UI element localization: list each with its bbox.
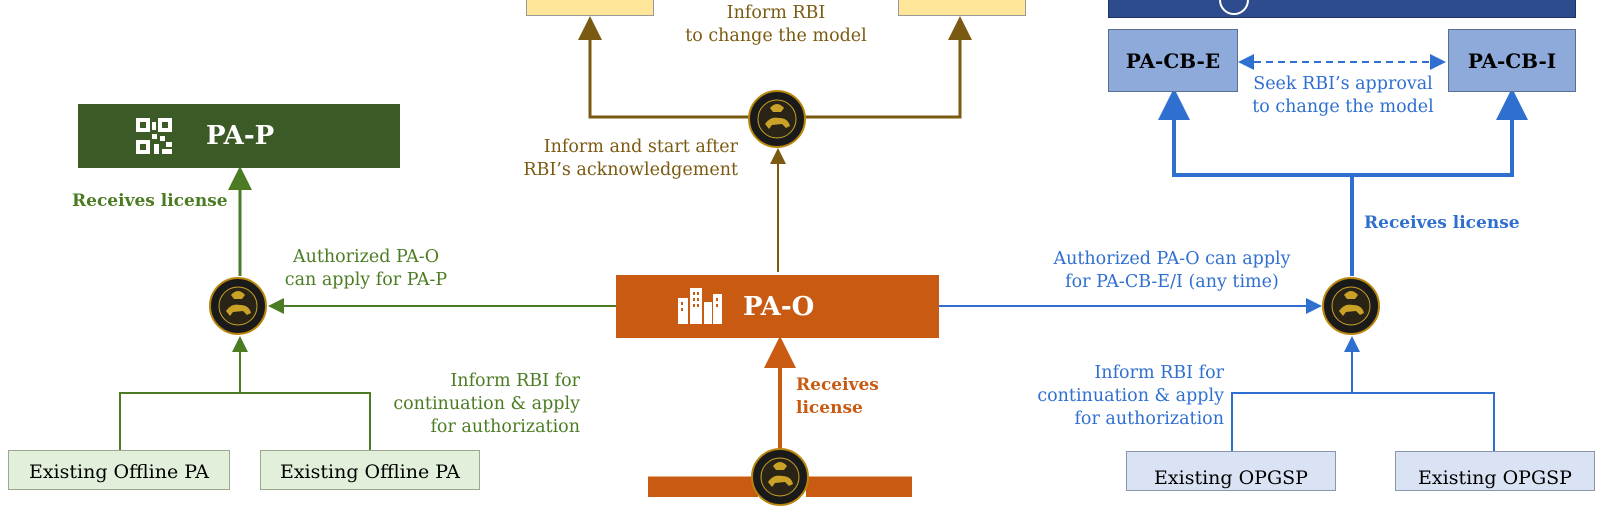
existing-opgsp-box-2: Existing OPGSP (1395, 451, 1595, 491)
receives-license-cb-label: Receives license (1364, 213, 1520, 233)
rbi-seal-icon (751, 448, 809, 506)
rbi-seal-icon (209, 277, 267, 335)
pa-cb-e-label: PA-CB-E (1125, 48, 1221, 73)
pa-o-label: PA-O (743, 291, 815, 322)
pa-p-node: PA-P (78, 104, 400, 168)
rbi-seal-icon (748, 90, 806, 148)
orange-box-bottom-left (648, 477, 758, 497)
existing-opgsp-box-1: Existing OPGSP (1126, 451, 1336, 491)
yellow-box-right (898, 0, 1026, 16)
pa-cb-i-label: PA-CB-I (1467, 48, 1557, 73)
header-icon (1219, 0, 1249, 15)
existing-opgsp-label-1: Existing OPGSP (1154, 467, 1308, 489)
buildings-icon (678, 288, 722, 324)
yellow-box-left (526, 0, 654, 16)
pa-cb-i-node: PA-CB-I (1448, 29, 1576, 92)
orange-box-bottom-right (806, 477, 912, 497)
pa-cb-e-node: PA-CB-E (1108, 29, 1238, 92)
pa-o-node: PA-O (616, 275, 939, 338)
existing-opgsp-label-2: Existing OPGSP (1418, 467, 1572, 489)
inform-continuation-right-label: Inform RBI for continuation & apply for … (1037, 363, 1224, 429)
receives-license-p-label: Receives license (72, 191, 228, 211)
rbi-seal-icon (1322, 277, 1380, 335)
qr-code-icon (136, 118, 172, 154)
pa-p-label: PA-P (206, 121, 275, 151)
existing-offline-pa-label-2: Existing Offline PA (279, 461, 461, 483)
navy-header-box (1108, 0, 1576, 18)
existing-offline-pa-box-1: Existing Offline PA (8, 450, 230, 490)
existing-offline-pa-label-1: Existing Offline PA (28, 461, 210, 483)
inform-continuation-left-label: Inform RBI for continuation & apply for … (393, 371, 580, 437)
existing-offline-pa-box-2: Existing Offline PA (260, 450, 480, 490)
